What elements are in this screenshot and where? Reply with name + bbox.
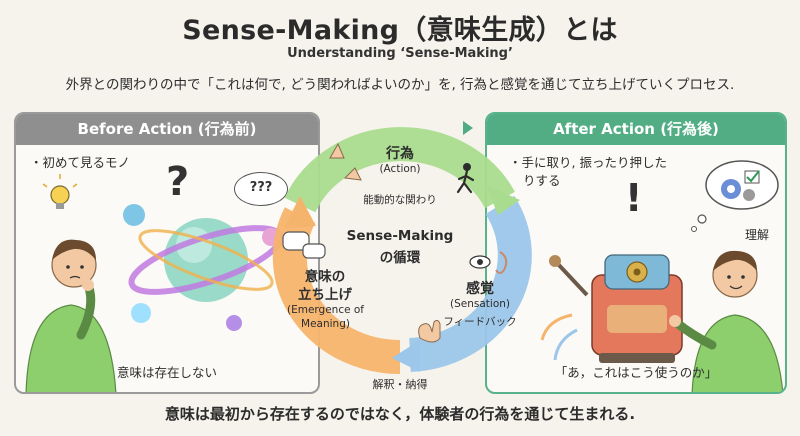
page-subtitle: Understanding ‘Sense-Making’ bbox=[287, 46, 513, 61]
action-label: 行為 bbox=[386, 146, 414, 162]
sensation-en-label: (Sensation) bbox=[450, 298, 510, 310]
after-caption: 「あ，これはこう使うのか」 bbox=[554, 365, 718, 380]
interpret-label: 解釈・納得 bbox=[372, 378, 428, 391]
cycle-arrowhead-bottom bbox=[392, 340, 420, 372]
after-illustration bbox=[540, 160, 784, 392]
sensation-desc: フィードバック bbox=[443, 316, 517, 328]
emergence-label-line1: 意味の bbox=[304, 269, 346, 285]
speech-bubbles-icon bbox=[282, 231, 326, 259]
after-note-line2: りする bbox=[523, 173, 561, 188]
thought-bubble: ??? bbox=[234, 172, 288, 206]
cycle-center-line1: Sense-Making bbox=[346, 228, 454, 244]
exclamation-icon: ! bbox=[625, 176, 643, 220]
cycle-center-line2: の循環 bbox=[379, 250, 421, 266]
hand-feedback-icon bbox=[418, 319, 441, 343]
page-title: Sense-Making（意味生成）とは bbox=[182, 15, 618, 46]
play-arrow-icon bbox=[463, 121, 473, 135]
understand-label: 理解 bbox=[745, 228, 770, 242]
action-en-label: (Action) bbox=[379, 163, 421, 175]
hands-icon bbox=[329, 142, 362, 181]
cycle-arrowhead-left bbox=[284, 196, 316, 228]
understanding-person-figure bbox=[669, 250, 784, 392]
emergence-en-line2: Meaning) bbox=[301, 318, 350, 330]
after-action-panel: After Action (行為後) ・手に取り, 振ったり押した りする ! bbox=[485, 112, 787, 394]
action-arc bbox=[284, 127, 515, 213]
emergence-en-line1: (Emergence of bbox=[286, 304, 365, 316]
before-note: ・初めて見るモノ bbox=[30, 155, 131, 170]
gears-check-icon bbox=[691, 160, 779, 232]
before-action-panel: Before Action (行為前) ・初めて見るモノ bbox=[14, 112, 320, 394]
after-action-heading: After Action (行為後) bbox=[487, 114, 785, 145]
cycle-arrowhead-right bbox=[486, 185, 520, 215]
action-desc: 能動的な関わり bbox=[363, 194, 437, 206]
eye-ear-icon bbox=[469, 251, 508, 274]
confused-person-figure bbox=[25, 239, 117, 392]
sensation-label: 感覚 bbox=[466, 281, 494, 297]
strange-object-orbs bbox=[123, 204, 284, 331]
before-illustration bbox=[25, 174, 284, 392]
emergence-label-line2: 立ち上げ bbox=[298, 287, 352, 303]
sensation-arc bbox=[408, 195, 532, 372]
before-action-heading: Before Action (行為前) bbox=[16, 114, 318, 145]
question-mark-icon: ? bbox=[166, 159, 190, 205]
after-note-line1: ・手に取り, 振ったり押した bbox=[509, 155, 667, 170]
walking-person-icon bbox=[456, 163, 475, 194]
lightbulb-icon bbox=[42, 174, 78, 209]
footer-message: 意味は最初から存在するのではなく，体験者の行為を通じて生まれる. bbox=[164, 405, 636, 423]
machine-device bbox=[540, 254, 683, 363]
before-caption: 意味は存在しない bbox=[116, 365, 217, 380]
lead-text: 外界との関わりの中で「これは何で, どう関わればよいのか」を, 行為と感覚を通じ… bbox=[65, 77, 735, 93]
